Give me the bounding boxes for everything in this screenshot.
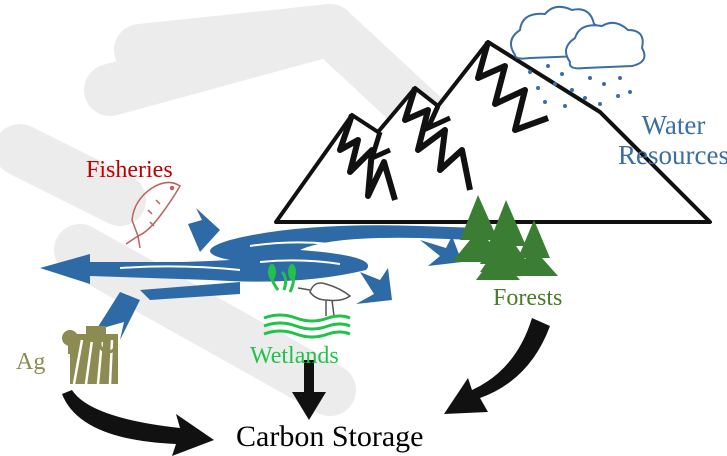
water-label-line1: Water <box>641 110 706 140</box>
forests-label: Forests <box>493 285 563 311</box>
carbon-storage-label: Carbon Storage <box>236 420 424 453</box>
bird-reeds-icon <box>263 264 352 339</box>
fisheries-label: Fisheries <box>86 157 173 183</box>
cloud-rain-icon <box>510 5 646 108</box>
mountain-icon <box>274 40 712 224</box>
fish-icon <box>125 181 181 249</box>
water-flow <box>40 208 480 340</box>
carbon-arrows <box>62 318 550 456</box>
wetlands-label: Wetlands <box>250 343 339 369</box>
ag-label: Ag <box>16 349 46 375</box>
water-resources-label: Water Resources <box>618 110 727 170</box>
pine-trees-icon <box>452 195 558 280</box>
water-ripples <box>119 241 341 271</box>
tractor-field-icon <box>62 326 118 385</box>
water-label-line2: Resources <box>618 140 727 170</box>
